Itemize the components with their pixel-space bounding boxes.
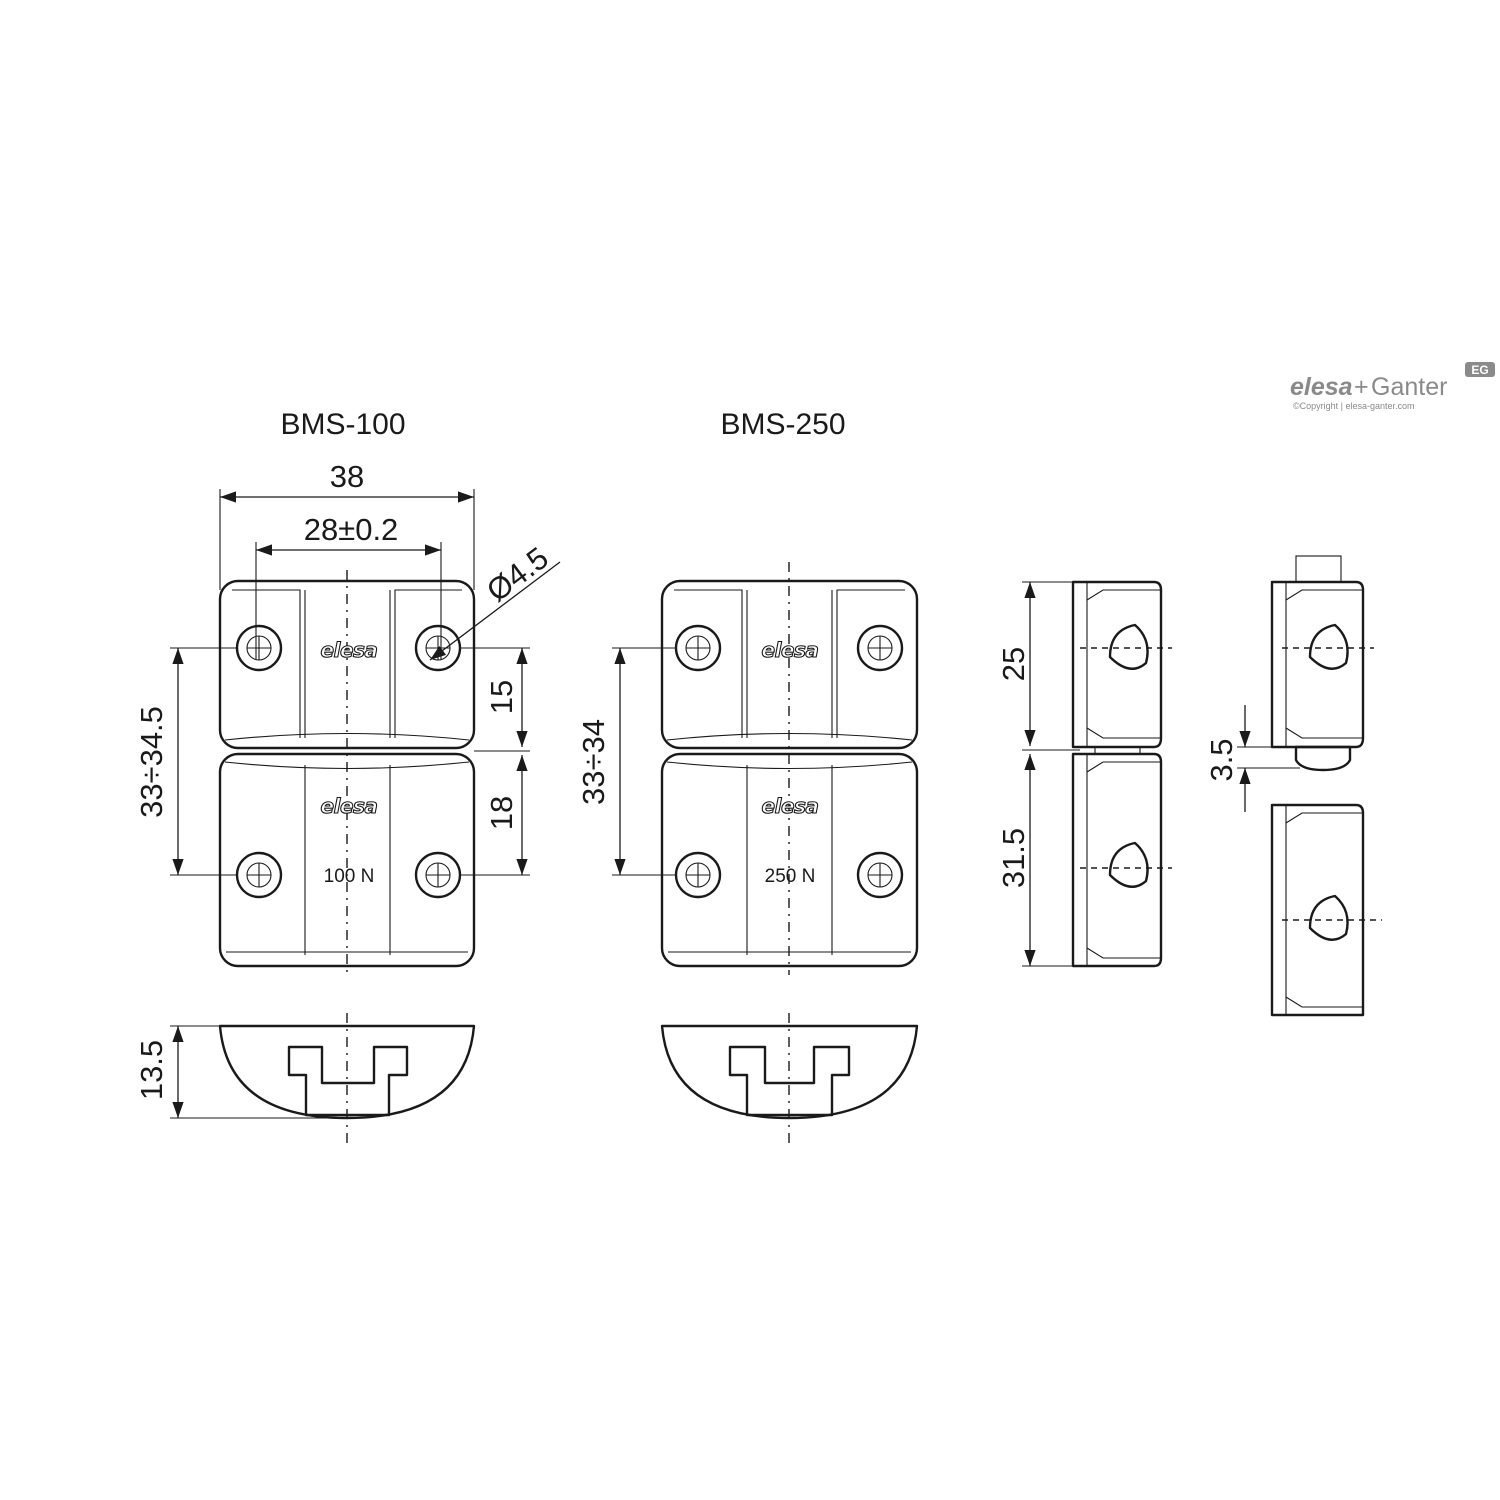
brand-name-elesa: elesa [1290, 373, 1353, 401]
copyright-text: ©Copyright | elesa-ganter.com [1293, 401, 1415, 411]
force-label-100: 100 N [324, 866, 375, 887]
dim-hole-range-left: 33÷34.5 [134, 706, 169, 818]
dim-side-upper: 25 [996, 647, 1031, 681]
dim-gap: 3.5 [1204, 738, 1239, 781]
brand-badge [1465, 362, 1495, 377]
bms-100-profile-view [218, 1013, 476, 1145]
dim-overall-width: 38 [330, 459, 364, 494]
bms-100-front-view: elesa elesa 100 N [218, 570, 476, 975]
force-label-250: 250 N [765, 866, 816, 887]
side-view-closed-dimensions: 25 31.5 [996, 581, 1080, 967]
brand-logo: elesa + Ganter EG ©Copyright | elesa-gan… [1290, 362, 1495, 411]
dim-hole-diameter: Ø4.5 [480, 540, 555, 608]
elesa-logo-mark: elesa [762, 794, 819, 818]
bms-100-hole-top-right [414, 624, 462, 672]
elesa-logo-mark: elesa [321, 638, 378, 662]
bms-250-hole-top-right [856, 624, 904, 672]
bms-250-front-view: elesa elesa 250 N [660, 562, 919, 975]
dim-upper-offset: 15 [484, 680, 519, 714]
side-view-closed [1071, 580, 1172, 968]
bms-250-dimensions: 33÷34 [576, 647, 676, 876]
dim-hole-range-right: 33÷34 [576, 719, 611, 805]
dim-height: 13.5 [134, 1040, 169, 1100]
dim-hole-spacing: 28±0.2 [304, 512, 399, 547]
title-bms-250: BMS-250 [720, 408, 845, 441]
brand-badge-text: EG [1471, 363, 1488, 377]
dim-side-lower: 31.5 [996, 828, 1031, 888]
brand-plus: + [1354, 373, 1369, 401]
bms-250-hole-bottom-left [674, 851, 722, 899]
title-bms-100: BMS-100 [280, 408, 405, 441]
elesa-logo-mark: elesa [762, 638, 819, 662]
bms-250-hole-top-left [674, 624, 722, 672]
bms-250-hole-bottom-right [856, 851, 904, 899]
bms-100-hole-bottom-left [235, 851, 283, 899]
bms-100-hole-top-left [235, 624, 283, 672]
side-view-open-dimensions: 3.5 [1204, 705, 1300, 812]
dim-lower-offset: 18 [484, 796, 519, 830]
brand-name-ganter: Ganter [1371, 373, 1447, 401]
bms-100-height-dimension: 13.5 [134, 1025, 335, 1119]
bms-250-profile-view [660, 1013, 919, 1145]
side-view-open [1270, 555, 1382, 1017]
elesa-logo-mark: elesa [321, 794, 378, 818]
bms-100-hole-bottom-right [414, 851, 462, 899]
